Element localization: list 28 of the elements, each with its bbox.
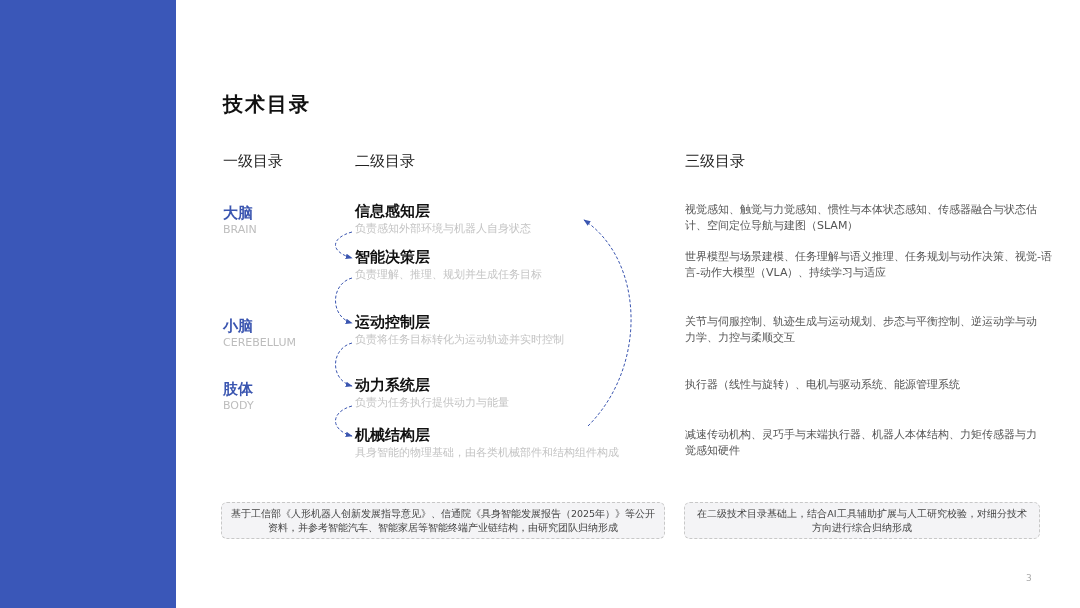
- page-number: 3: [1026, 572, 1033, 585]
- source-note: 在二级技术目录基础上，结合AI工具辅助扩展与人工研究校验，对细分技术方向进行综合归纳形成: [684, 502, 1040, 539]
- detail-text: 执行器（线性与旋转）、电机与驱动系统、能源管理系统: [685, 377, 961, 393]
- detail-text: 关节与伺服控制、轨迹生成与运动规划、步态与平衡控制、逆运动学与动力学、力控与柔顺交互: [685, 314, 1038, 346]
- level-subtitle: CEREBELLUM: [223, 335, 297, 351]
- layer-title: 动力系统层: [353, 376, 431, 395]
- layer-title: 智能决策层: [354, 248, 431, 267]
- column-header: 二级目录: [355, 151, 416, 172]
- level-label: 大脑: [223, 203, 254, 224]
- source-note: 基于工信部《人形机器人创新发展指导意见》、信通院《具身智能发展报告（2025年）》等公开资料，并参考智能汽车、智能家居等智能终端产业链结构，由研究团队归纳形成: [221, 502, 665, 539]
- curved-arrow: [583, 219, 632, 427]
- curved-arrow: [335, 277, 353, 324]
- layer-title: 运动控制层: [354, 313, 431, 332]
- level-label: 肢体: [223, 379, 254, 400]
- detail-text: 视觉感知、触觉与力觉感知、惯性与本体状态感知、传感器融合与状态估计、空间定位导航与建图（SLAM）: [685, 202, 1038, 234]
- layer-title: 机械结构层: [353, 426, 431, 445]
- column-header: 一级目录: [223, 151, 284, 172]
- level-subtitle: BRAIN: [223, 222, 258, 238]
- column-header: 三级目录: [685, 151, 746, 172]
- curved-arrow: [335, 342, 353, 387]
- curved-arrow: [335, 231, 353, 259]
- detail-text: 世界模型与场景建模、任务理解与语义推理、任务规划与动作决策、视觉-语言-动作大模型（VLA）、持续学习与适应: [685, 249, 1053, 281]
- level-subtitle: BODY: [223, 398, 255, 414]
- page-title: 技术目录: [223, 91, 311, 118]
- curved-arrow: [335, 405, 353, 437]
- level-label: 小脑: [223, 316, 254, 337]
- detail-text: 减速传动机构、灵巧手与末端执行器、机器人本体结构、力矩传感器与力觉感知硬件: [685, 427, 1038, 459]
- layer-title: 信息感知层: [353, 202, 431, 221]
